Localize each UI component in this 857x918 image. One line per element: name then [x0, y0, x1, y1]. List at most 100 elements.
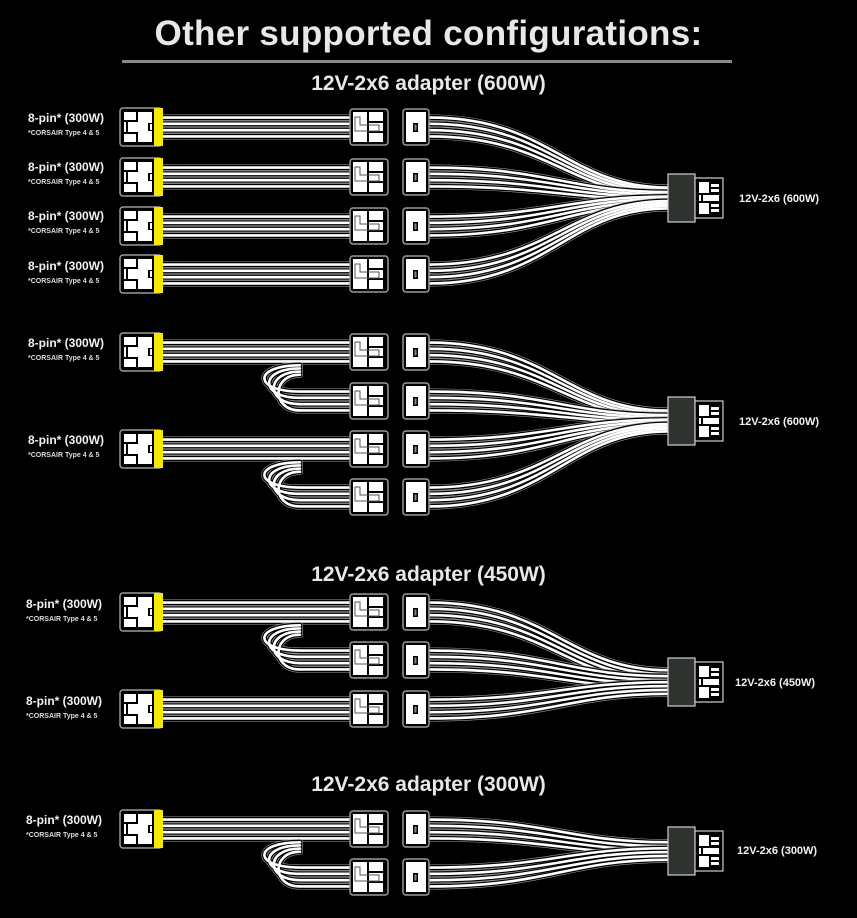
source-name: 8-pin* (300W)	[28, 259, 105, 273]
wire	[277, 633, 352, 671]
source-label: 8-pin* (300W) *CORSAIR Type 4 & 5	[28, 259, 148, 285]
accent-stripe	[154, 430, 163, 468]
mid-connector-female-icon	[349, 478, 389, 516]
accent-stripe	[154, 690, 163, 728]
mid-connector-female-icon	[349, 382, 389, 420]
source-label: 8-pin* (300W) *CORSAIR Type 4 & 5	[28, 433, 148, 459]
wire	[428, 655, 670, 682]
cable-bundle	[159, 114, 672, 287]
title-divider	[122, 60, 732, 63]
wire	[272, 370, 352, 406]
mid-connector-male-icon	[402, 641, 430, 679]
pcie-8pin-plug-icon	[119, 332, 163, 372]
wire	[428, 197, 670, 225]
source-name: 8-pin* (300W)	[28, 160, 105, 174]
pcie-8pin-plug-icon	[119, 157, 163, 197]
mid-connector-male-icon	[402, 382, 430, 420]
wire	[428, 688, 670, 714]
mid-connector-male-icon	[402, 108, 430, 146]
wire	[428, 427, 670, 502]
wire	[268, 627, 352, 659]
output-label-600w-a: 12V-2x6 (600W)	[739, 193, 820, 205]
wire	[428, 207, 670, 285]
pcie-8pin-plug-icon	[119, 809, 163, 849]
mid-connector-male-icon	[402, 810, 430, 848]
mid-connector-male-icon	[402, 333, 430, 371]
wire	[428, 680, 670, 701]
wire	[428, 858, 670, 888]
wire	[428, 850, 670, 876]
mid-connector-female-icon	[349, 333, 389, 371]
source-name: 8-pin* (300W)	[26, 813, 103, 827]
accent-stripe	[154, 255, 163, 293]
source-label: 8-pin* (300W) *CORSAIR Type 4 & 5	[26, 597, 146, 623]
wire	[268, 367, 352, 400]
wire	[428, 692, 670, 720]
mid-connector-male-icon	[402, 593, 430, 631]
source-label: 8-pin* (300W) *CORSAIR Type 4 & 5	[28, 209, 148, 235]
wire	[272, 630, 352, 665]
mid-connector-male-icon	[402, 478, 430, 516]
source-name: 8-pin* (300W)	[26, 597, 103, 611]
wire	[268, 464, 352, 496]
wire	[428, 166, 670, 194]
mid-connector-female-icon	[349, 641, 389, 679]
source-note: *CORSAIR Type 4 & 5	[26, 713, 98, 720]
source-note: *CORSAIR Type 4 & 5	[28, 179, 100, 186]
wire	[428, 390, 670, 417]
output-label-300w: 12V-2x6 (300W)	[737, 845, 818, 857]
output-label-600w-b: 12V-2x6 (600W)	[739, 416, 820, 428]
wire	[428, 204, 670, 279]
page-title: Other supported configurations:	[154, 14, 703, 53]
wire	[428, 846, 670, 869]
pcie-8pin-plug-icon	[119, 107, 163, 147]
source-name: 8-pin* (300W)	[28, 336, 105, 350]
pcie-8pin-plug-icon	[119, 592, 163, 632]
wire	[428, 420, 670, 448]
mid-connector-male-icon	[402, 158, 430, 196]
wire	[428, 195, 670, 218]
cable-bundle	[159, 816, 672, 890]
mid-connector-male-icon	[402, 690, 430, 728]
wire	[268, 844, 352, 876]
wire	[428, 396, 670, 419]
mid-connector-male-icon	[402, 430, 430, 468]
connector-12v-2x6-icon	[667, 826, 724, 876]
wire	[277, 850, 352, 888]
section-heading-600w: 12V-2x6 adapter (600W)	[311, 72, 546, 95]
pcie-8pin-plug-icon	[119, 429, 163, 469]
wire	[428, 199, 670, 266]
wire	[272, 467, 352, 502]
connector-12v-2x6-icon	[667, 173, 724, 223]
section-heading-300w: 12V-2x6 adapter (300W)	[311, 773, 546, 796]
wire	[263, 840, 352, 869]
wire	[428, 607, 670, 676]
wire	[428, 601, 670, 672]
wire	[277, 373, 352, 412]
source-note: *CORSAIR Type 4 & 5	[28, 452, 100, 459]
wire	[428, 824, 670, 848]
accent-stripe	[154, 333, 163, 371]
mid-connector-female-icon	[349, 207, 389, 245]
wire	[263, 460, 352, 489]
mid-connector-female-icon	[349, 158, 389, 196]
mid-connector-male-icon	[402, 858, 430, 896]
source-label: 8-pin* (300W) *CORSAIR Type 4 & 5	[28, 336, 148, 362]
wire	[428, 202, 670, 273]
mid-connector-male-icon	[402, 207, 430, 245]
source-note: *CORSAIR Type 4 & 5	[26, 832, 98, 839]
pcie-8pin-plug-icon	[119, 689, 163, 729]
source-name: 8-pin* (300W)	[26, 694, 103, 708]
source-label: 8-pin* (300W) *CORSAIR Type 4 & 5	[28, 111, 148, 137]
wire	[428, 818, 670, 844]
mid-connector-female-icon	[349, 858, 389, 896]
mid-connector-female-icon	[349, 255, 389, 293]
section-450w	[159, 599, 672, 722]
wire	[428, 684, 670, 708]
wire	[428, 649, 670, 678]
source-note: *CORSAIR Type 4 & 5	[28, 278, 100, 285]
source-label: 8-pin* (300W) *CORSAIR Type 4 & 5	[28, 160, 148, 186]
connector-12v-2x6-icon	[667, 657, 724, 707]
wire	[428, 172, 670, 196]
